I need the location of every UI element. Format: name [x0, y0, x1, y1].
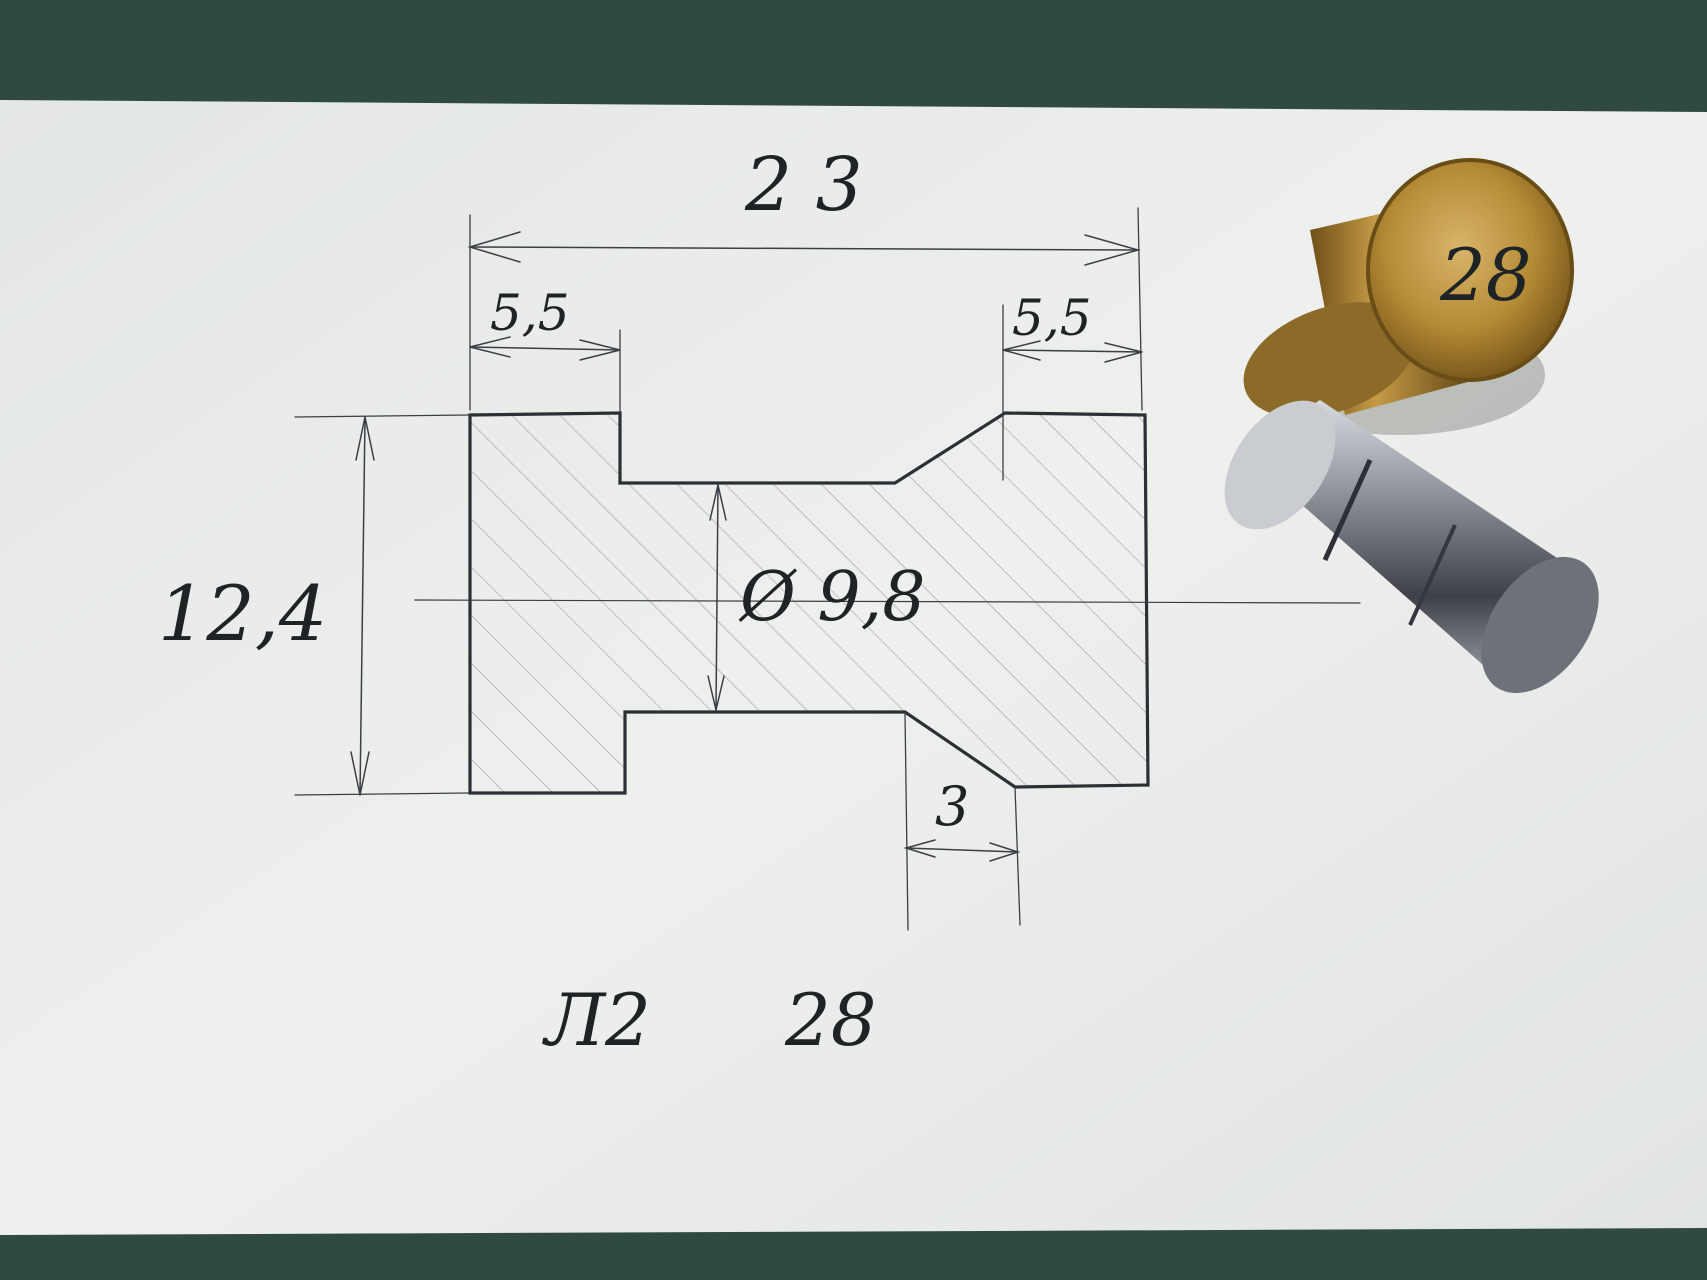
dim-text-chamfer: 3 — [935, 775, 969, 838]
center-line — [414, 599, 1361, 604]
steel-right-end — [1481, 556, 1599, 694]
steel-step — [1408, 524, 1457, 626]
dim-line-overall — [469, 246, 1139, 251]
steel-left-end — [1224, 400, 1336, 530]
extension-line-right — [1137, 207, 1143, 411]
dim-line-shoulder-left — [469, 346, 621, 351]
arrow-outer-bottom — [350, 751, 370, 796]
arrow-overall-left — [467, 231, 521, 263]
brass-lower-end — [1243, 302, 1417, 418]
extension-line-bottom — [294, 792, 469, 796]
dim-text-inner-diameter: Ø 9,8 — [738, 558, 926, 637]
extension-line-top — [294, 414, 469, 418]
arrow-inner-bottom — [707, 675, 725, 711]
brass-part-marking: 28 — [1439, 233, 1532, 317]
arrow-shoulder-left-a — [469, 336, 511, 358]
part-label-number: 28 — [784, 978, 877, 1062]
dim-text-overall-length: 2 3 — [744, 142, 863, 228]
dim-line-shoulder-right — [1002, 349, 1143, 353]
extension-line-chamfer-right — [1014, 786, 1021, 926]
steel-groove — [1322, 458, 1373, 562]
extension-line-chamfer-left — [904, 711, 909, 931]
dim-line-chamfer — [905, 847, 1019, 853]
dim-text-outer-diameter: 12,4 — [158, 569, 327, 658]
arrow-shoulder-right-b — [1104, 342, 1143, 363]
dim-text-right-shoulder: 5,5 — [1012, 289, 1092, 347]
part-section-hatch — [470, 413, 1148, 793]
part-label-prefix: Л2 — [542, 978, 651, 1062]
arrow-shoulder-right-a — [1002, 340, 1041, 361]
arrow-chamfer-right — [989, 842, 1021, 862]
part-outline — [468, 411, 1150, 795]
arrow-overall-right — [1084, 234, 1141, 266]
arrow-shoulder-left-b — [579, 339, 621, 361]
arrow-chamfer-left — [903, 839, 936, 858]
technical-drawing: 2 3 5,5 5,5 12,4 Ø 9,8 3 Л2 28 — [158, 142, 1361, 1062]
arrow-outer-top — [355, 416, 375, 461]
dim-text-left-shoulder: 5,5 — [490, 284, 570, 342]
brass-end-face — [1368, 160, 1572, 380]
steel-part — [1224, 400, 1599, 694]
dim-line-inner-diameter — [715, 484, 719, 711]
brass-face-rim — [1366, 158, 1574, 382]
dim-line-outer-diameter — [359, 416, 366, 796]
arrow-inner-top — [709, 484, 727, 521]
